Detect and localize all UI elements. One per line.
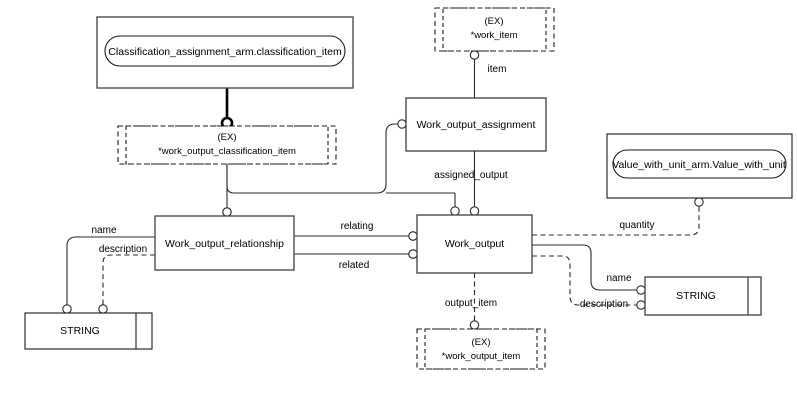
ex-work-output-item-line2: *work_output_item xyxy=(442,351,521,362)
work-output-label: Work_output xyxy=(445,238,504,250)
ex-work-output-item-outer xyxy=(416,328,546,370)
classification-schema-pill xyxy=(104,35,346,67)
edge-name-left-circle xyxy=(62,304,72,314)
edge-description-right-line xyxy=(532,255,638,306)
label-quantity: quantity xyxy=(619,220,654,231)
edge-description-left-line xyxy=(102,254,155,306)
edge-item-circle xyxy=(469,50,480,60)
label-output-item: output_item xyxy=(445,298,497,309)
edge-work-output-second-top xyxy=(450,193,460,216)
node-string-right[interactable]: STRING xyxy=(644,276,762,316)
ex-work-output-item-line1: (EX) xyxy=(472,337,491,348)
edge-name-left-line xyxy=(66,236,155,306)
ex-class-inner xyxy=(125,125,329,165)
label-item: item xyxy=(488,64,507,75)
ex-work-item-line2: *work_item xyxy=(471,30,518,41)
string-left-label: STRING xyxy=(60,325,100,337)
edge-item xyxy=(469,50,480,98)
edge-work-output-second-top-circle xyxy=(450,206,460,216)
work-output-relationship-top-port xyxy=(222,207,232,217)
value-with-unit-pill xyxy=(612,149,787,179)
ex-class-outer xyxy=(117,125,337,165)
label-relating: relating xyxy=(341,221,374,232)
edge-name-right xyxy=(532,244,646,295)
work-output-rect xyxy=(416,214,533,274)
edge-label-group: item assigned_output relating related na… xyxy=(91,64,654,310)
edge-quantity xyxy=(532,197,704,236)
node-work-output-classification-item[interactable]: (EX) *work_output_classification_item xyxy=(117,125,337,165)
work-output-port-related xyxy=(408,249,418,259)
edge-description-right-circle xyxy=(636,300,646,310)
node-classification-schema[interactable]: Classification_assignment_arm.classifica… xyxy=(96,16,354,89)
classification-schema-label: Classification_assignment_arm.classifica… xyxy=(108,46,342,58)
label-description-right: description xyxy=(580,299,628,310)
label-assigned-output: assigned_output xyxy=(434,170,508,181)
work-output-relationship-label: Work_output_relationship xyxy=(165,238,284,250)
label-name-left: name xyxy=(91,225,116,236)
label-description-left: description xyxy=(99,244,147,255)
edge-description-left xyxy=(98,254,155,314)
edge-assigned-output xyxy=(469,151,480,216)
work-output-assignment-label: Work_output_assignment xyxy=(417,119,536,131)
work-output-assignment-rect xyxy=(405,97,547,152)
edge-quantity-circle xyxy=(694,197,704,207)
edge-classification-to-ex xyxy=(220,88,234,130)
value-with-unit-label: Value_with_unit_arm.Value_with_unit xyxy=(612,159,786,171)
ex-work-item-inner xyxy=(442,7,547,52)
node-string-left[interactable]: STRING xyxy=(24,312,153,350)
string-left-rect xyxy=(24,312,153,350)
edge-name-right-line xyxy=(532,244,638,291)
node-value-with-unit-schema[interactable]: Value_with_unit_arm.Value_with_unit xyxy=(606,133,793,199)
node-work-output[interactable]: Work_output xyxy=(416,214,533,274)
edge-output-item-circle xyxy=(469,320,480,330)
work-output-port-relating xyxy=(408,231,418,241)
node-work-output-relationship[interactable]: Work_output_relationship xyxy=(154,215,295,271)
edge-ex-class-right-line xyxy=(226,123,398,194)
edge-description-left-circle xyxy=(98,304,108,314)
edge-name-right-circle xyxy=(636,285,646,295)
string-right-label: STRING xyxy=(676,290,716,302)
edge-related xyxy=(294,249,418,259)
label-related: related xyxy=(339,260,370,271)
string-right-rect xyxy=(644,276,762,316)
node-work-item[interactable]: (EX) *work_item xyxy=(434,7,555,52)
work-output-relationship-rect xyxy=(154,215,295,271)
edge-assignment-left-circle xyxy=(397,119,407,129)
edge-ex-class-to-assignment xyxy=(226,119,407,194)
node-work-output-assignment[interactable]: Work_output_assignment xyxy=(405,97,547,152)
edge-assigned-output-circle xyxy=(469,206,480,216)
label-name-right: name xyxy=(606,273,631,284)
ex-class-line2: *work_output_classification_item xyxy=(158,146,296,157)
node-work-output-item[interactable]: (EX) *work_output_item xyxy=(416,328,546,370)
ex-class-line1: (EX) xyxy=(218,132,237,143)
ex-work-item-line1: (EX) xyxy=(485,16,504,27)
edge-relating xyxy=(294,231,418,241)
edge-quantity-line xyxy=(532,205,700,236)
ex-work-output-item-inner xyxy=(424,328,538,370)
edge-name-left xyxy=(62,236,155,314)
